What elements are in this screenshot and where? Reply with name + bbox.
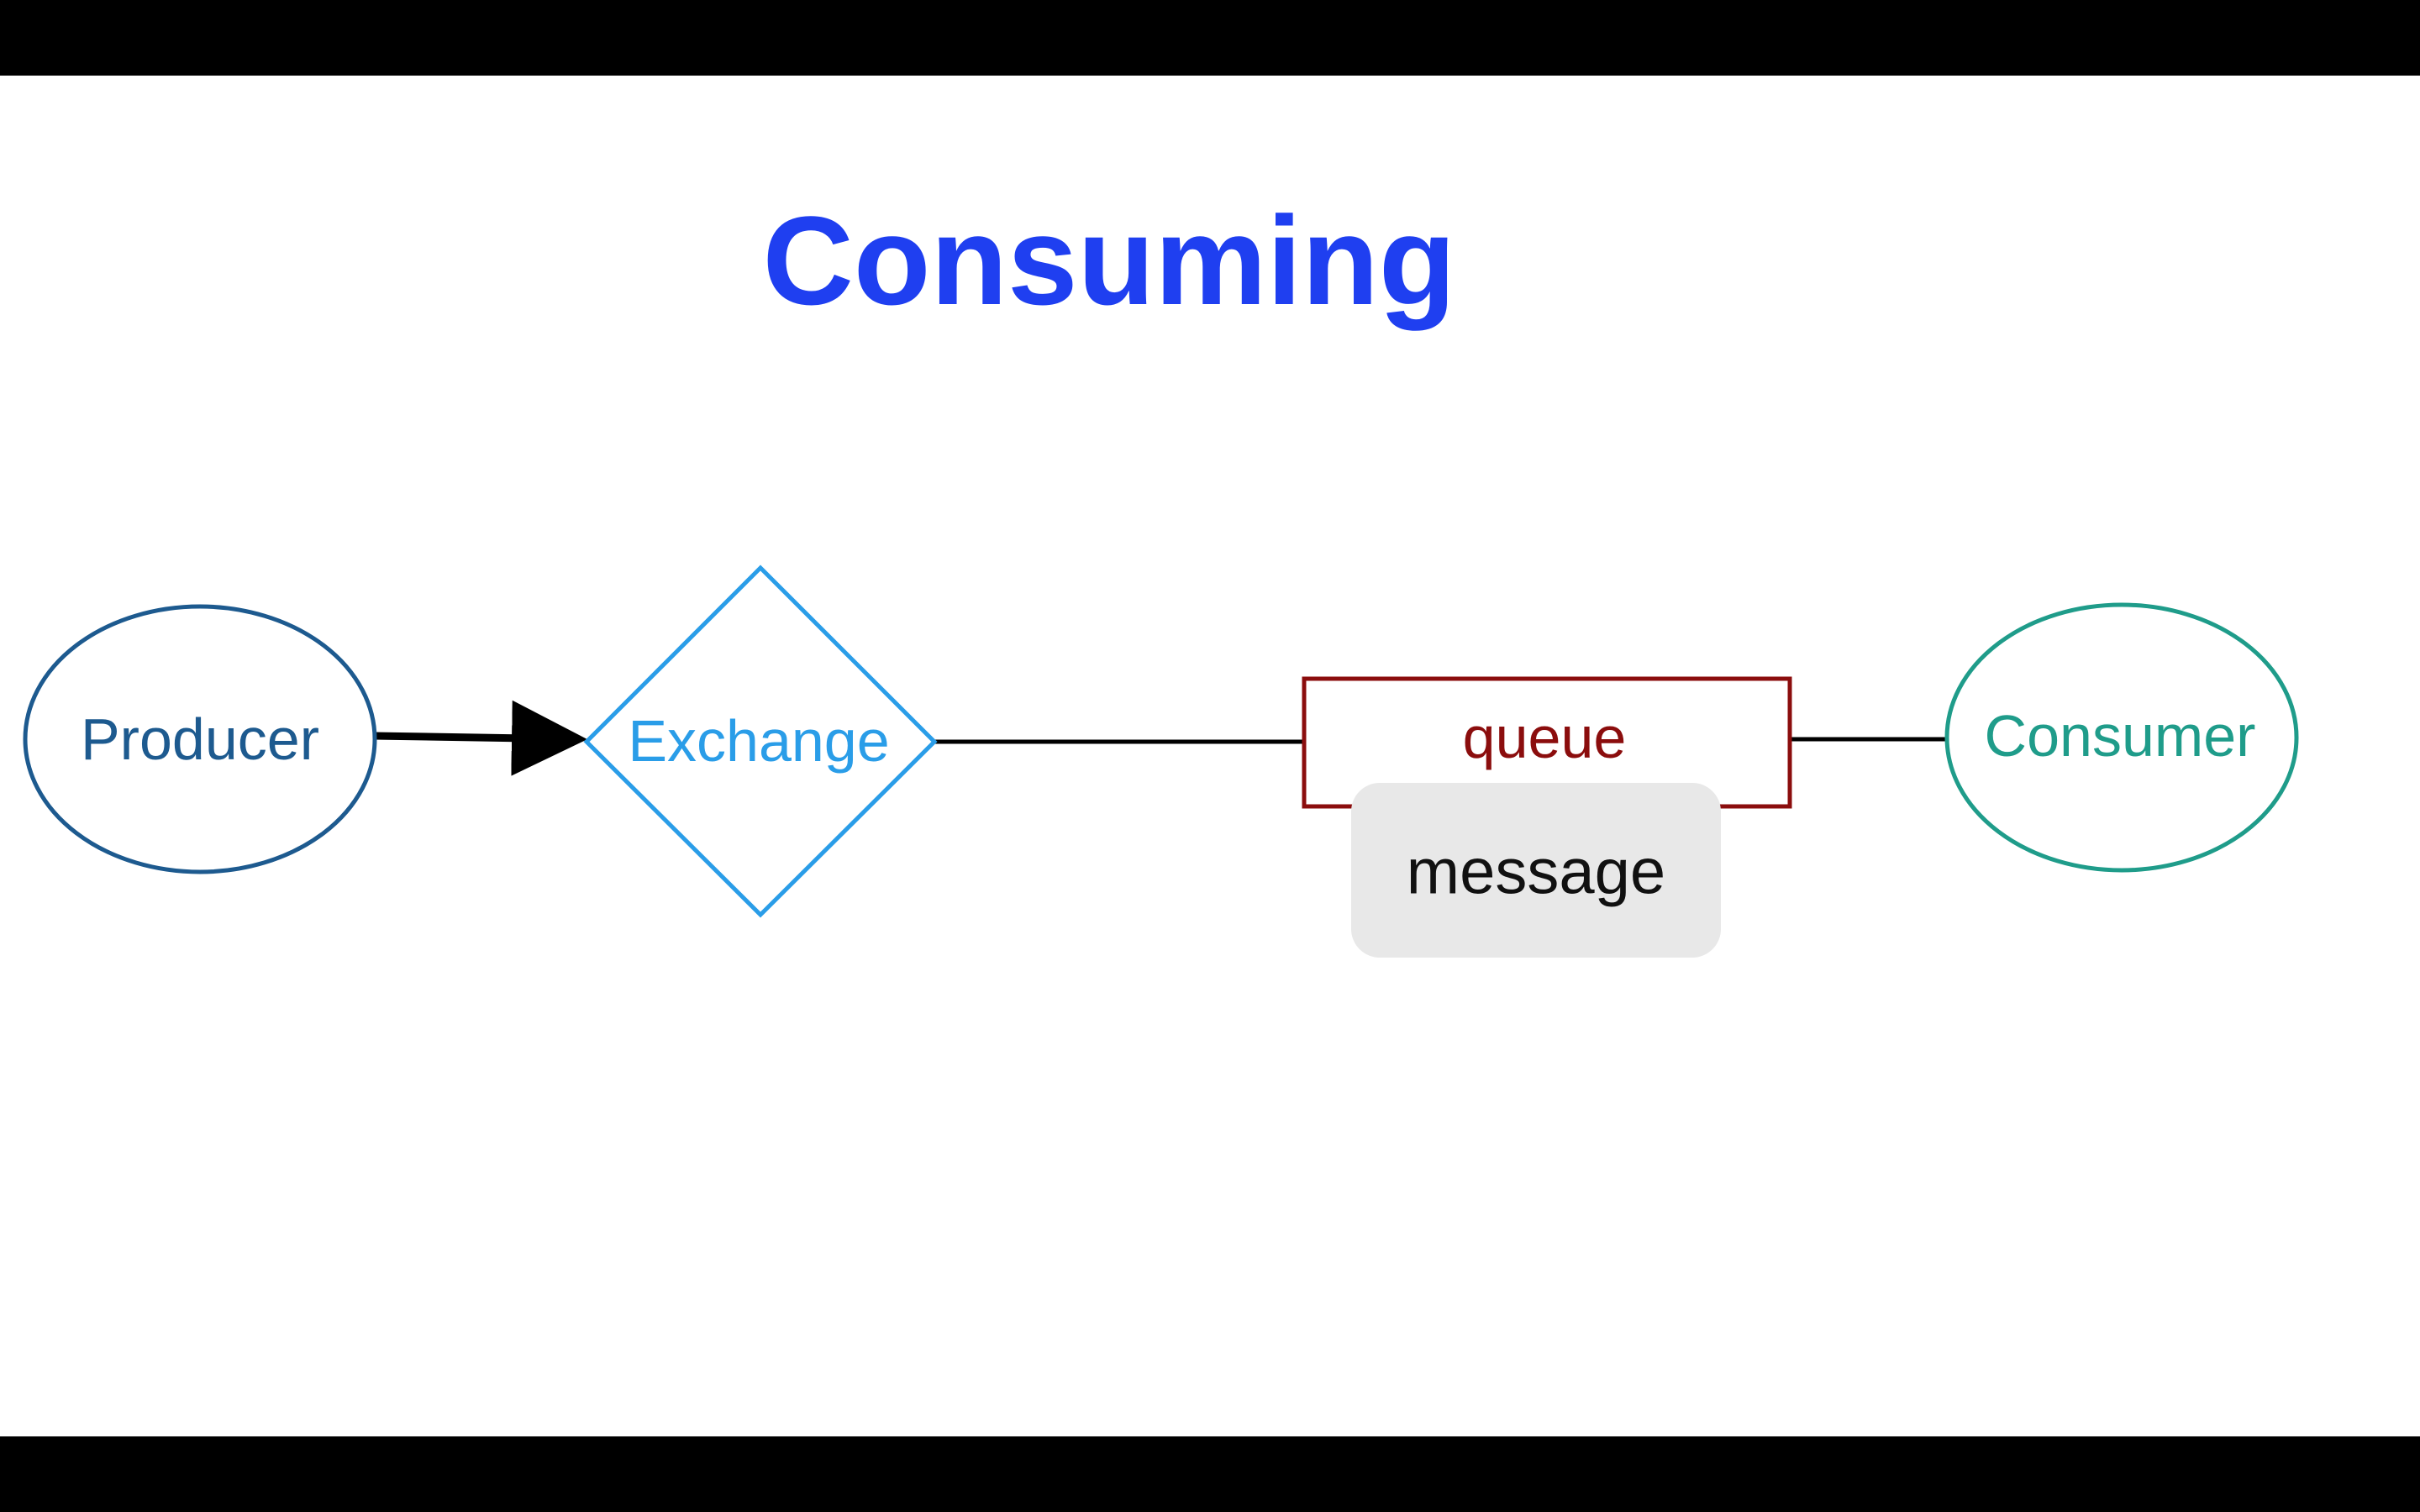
slide-title: Consuming <box>762 190 1456 331</box>
exchange-diamond <box>583 564 938 918</box>
consumer-label: Consumer <box>1985 703 2256 769</box>
producer-label: Producer <box>81 706 319 772</box>
producer-node: Producer <box>23 604 377 874</box>
message-node: message <box>1351 783 1721 958</box>
message-label: message <box>1407 837 1665 908</box>
consumer-ellipse <box>1944 602 2299 873</box>
exchange-label: Exchange <box>628 708 889 774</box>
letterbox-bottom <box>0 1436 2420 1512</box>
producer-ellipse <box>23 604 377 874</box>
edge-producer-exchange <box>372 700 587 776</box>
slide: Consuming Producer Exchange queue <box>0 76 2420 1436</box>
consumer-node: Consumer <box>1944 602 2299 873</box>
queue-label: queue <box>1463 705 1627 770</box>
letterbox-top <box>0 0 2420 76</box>
diagram: Producer Exchange queue message Consumer <box>23 564 2299 958</box>
exchange-node: Exchange <box>583 564 938 918</box>
message-box <box>1351 783 1721 958</box>
